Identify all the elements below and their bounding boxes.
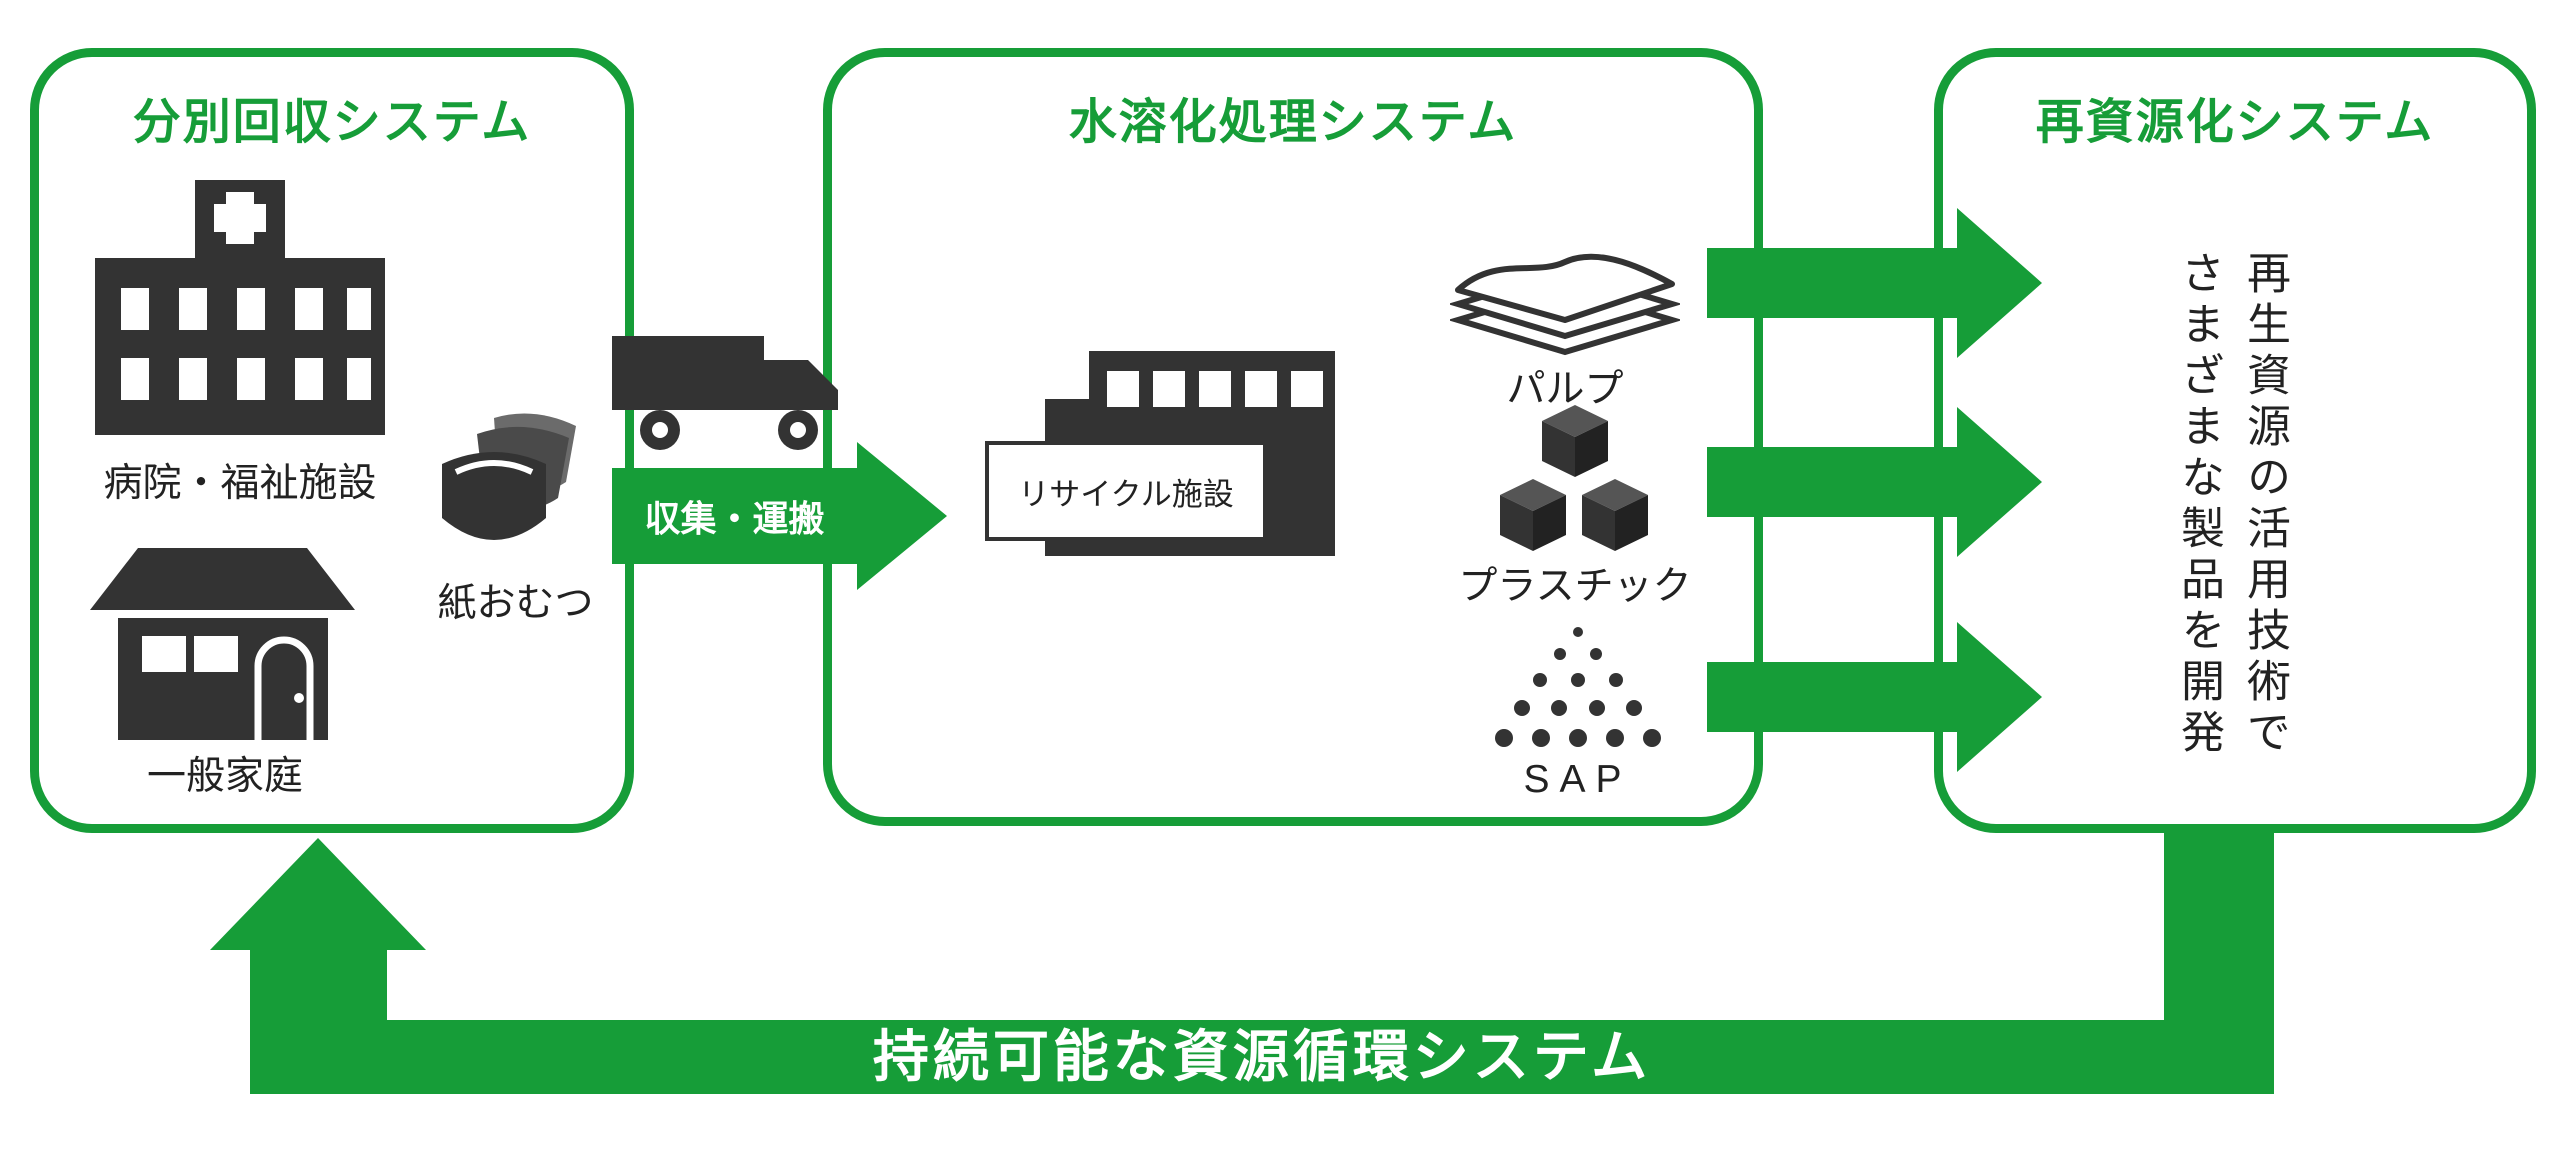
sap-icon xyxy=(1495,627,1661,747)
output-arrow-sap xyxy=(1707,622,2042,772)
hospital-label: 病院・福祉施設 xyxy=(103,462,377,505)
pulp-icon xyxy=(1450,253,1680,356)
output-arrow-plastic xyxy=(1707,407,2042,557)
recycle-facility-label: リサイクル施設 xyxy=(1018,476,1234,512)
truck-icon xyxy=(612,336,838,450)
reresource-system-title: 再資源化システム xyxy=(2035,96,2435,149)
transport-label: 収集・運搬 xyxy=(644,498,825,539)
reresource-vertical-text: 再生資源の活用技術で さまざまな製品を開発 xyxy=(2165,250,2297,810)
transport-arrow xyxy=(612,442,947,590)
output-arrow-pulp xyxy=(1707,208,2042,358)
collection-system-title: 分別回収システム xyxy=(132,96,532,149)
recycle-facility-box: リサイクル施設 xyxy=(985,441,1267,541)
reresource-system-box xyxy=(1934,48,2536,833)
processing-system-title: 水溶化処理システム xyxy=(1068,96,1518,149)
loop-up-shaft xyxy=(250,948,387,1038)
loop-horizontal-segment xyxy=(250,1020,2274,1094)
plastic-label: プラスチック xyxy=(1458,565,1692,608)
vertical-text-line-2: さまざまな製品を開発 xyxy=(2174,250,2223,760)
hospital-icon xyxy=(95,180,385,435)
house-icon xyxy=(90,548,355,740)
pulp-label: パルプ xyxy=(1506,368,1624,411)
vertical-text-line-1: 再生資源の活用技術で xyxy=(2240,250,2289,760)
loop-label: 持続可能な資源循環システム xyxy=(872,1025,1652,1088)
house-label: 一般家庭 xyxy=(146,755,303,798)
loop-up-arrowhead xyxy=(210,838,426,950)
plastic-icon xyxy=(1500,405,1648,551)
diaper-label: 紙おむつ xyxy=(437,582,594,625)
diaper-icon xyxy=(442,413,576,540)
sap-label: SAP xyxy=(1523,758,1632,801)
